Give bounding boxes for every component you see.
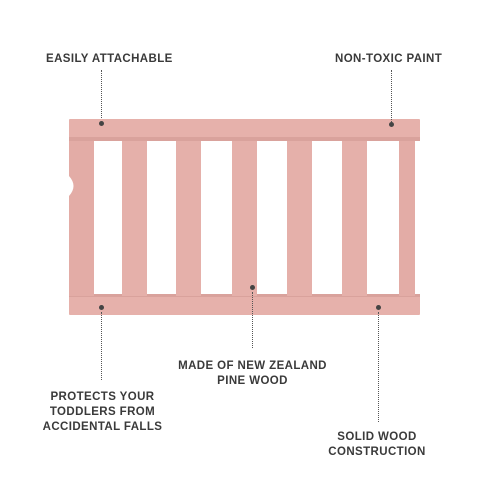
leader-dot-solid-wood (376, 305, 381, 310)
label-pine-wood-line2: PINE WOOD (217, 375, 288, 387)
rail-bottom-bar (69, 294, 420, 315)
label-protects-line1: PROTECTS YOUR (50, 391, 155, 403)
rail-top-bar (69, 119, 420, 141)
label-protects-line2: TODDLERS FROM (49, 406, 156, 418)
label-non-toxic-paint: NON-TOXIC PAINT (335, 53, 443, 65)
label-protects: PROTECTS YOUR TODDLERS FROM ACCIDENTAL F… (40, 390, 165, 435)
label-solid-wood: SOLID WOOD CONSTRUCTION (322, 430, 432, 460)
leader-line-solid-wood (378, 312, 379, 422)
leader-dot-protects (99, 305, 104, 310)
leader-dot-non-toxic-paint (389, 122, 394, 127)
leader-line-pine-wood (252, 292, 253, 348)
rail-slat (232, 141, 257, 296)
rail-slat (287, 141, 312, 296)
rail-right-post (399, 141, 415, 296)
leader-line-easily-attachable (101, 70, 102, 118)
leader-dot-pine-wood (250, 285, 255, 290)
rail-slat (176, 141, 201, 296)
label-solid-wood-line1: SOLID WOOD (337, 431, 417, 443)
leader-line-protects (101, 312, 102, 380)
label-easily-attachable: EASILY ATTACHABLE (46, 53, 173, 65)
rail-slat (122, 141, 147, 296)
leader-dot-easily-attachable (99, 121, 104, 126)
label-solid-wood-line2: CONSTRUCTION (328, 446, 426, 458)
rail-left-post (69, 141, 94, 296)
leader-line-non-toxic-paint (391, 70, 392, 122)
label-pine-wood-line1: MADE OF NEW ZEALAND (178, 360, 327, 372)
label-pine-wood: MADE OF NEW ZEALAND PINE WOOD (170, 359, 335, 389)
rail-slat (342, 141, 367, 296)
label-protects-line3: ACCIDENTAL FALLS (42, 421, 163, 433)
